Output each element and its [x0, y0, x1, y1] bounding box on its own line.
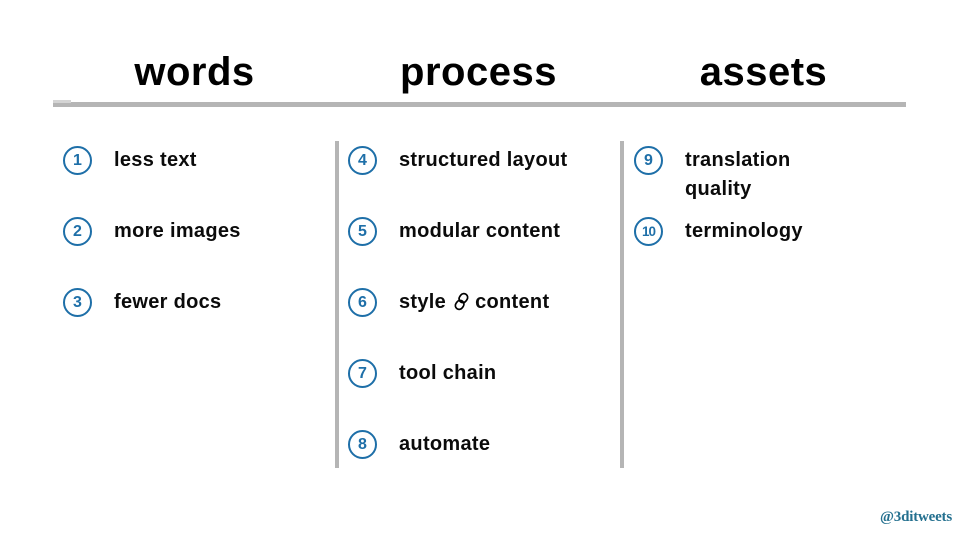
item-label: translation quality	[685, 149, 791, 200]
number-badge: 4	[348, 146, 377, 175]
item-label: less text	[114, 149, 197, 171]
item-label: fewer docs	[114, 291, 222, 313]
list-item: 8 automate	[348, 430, 490, 459]
number-badge: 9	[634, 146, 663, 175]
number-badge: 5	[348, 217, 377, 246]
link-icon	[453, 292, 470, 311]
list-item: 9 translation quality	[634, 146, 791, 204]
list-item: 7 tool chain	[348, 359, 496, 388]
number-badge: 3	[63, 288, 92, 317]
column-title-assets: assets	[699, 50, 828, 94]
column-divider-1	[335, 141, 339, 468]
list-item: 10 terminology	[634, 217, 803, 246]
number-badge: 10	[634, 217, 663, 246]
column-divider-2	[620, 141, 624, 468]
list-item: 4 structured layout	[348, 146, 567, 175]
list-item: 1 less text	[63, 146, 197, 175]
column-title-process: process	[400, 50, 557, 94]
item-label: terminology	[685, 220, 803, 242]
item-label: structured layout	[399, 149, 568, 171]
item-label-after: content	[475, 291, 550, 313]
number-badge: 2	[63, 217, 92, 246]
item-label: automate	[399, 433, 491, 455]
number-badge: 7	[348, 359, 377, 388]
list-item: 3 fewer docs	[63, 288, 221, 317]
list-item: 6 style content	[348, 288, 549, 317]
item-label-before: style	[399, 291, 447, 313]
number-badge: 6	[348, 288, 377, 317]
item-label: more images	[114, 220, 241, 242]
column-title-words: words	[134, 50, 255, 94]
item-label: tool chain	[399, 362, 497, 384]
item-label-composite: style content	[399, 288, 549, 317]
list-item: 2 more images	[63, 217, 241, 246]
twitter-handle: @3ditweets	[880, 509, 952, 525]
number-badge: 1	[63, 146, 92, 175]
number-badge: 8	[348, 430, 377, 459]
header-divider-line	[53, 100, 906, 107]
list-item: 5 modular content	[348, 217, 560, 246]
item-label: modular content	[399, 220, 561, 242]
